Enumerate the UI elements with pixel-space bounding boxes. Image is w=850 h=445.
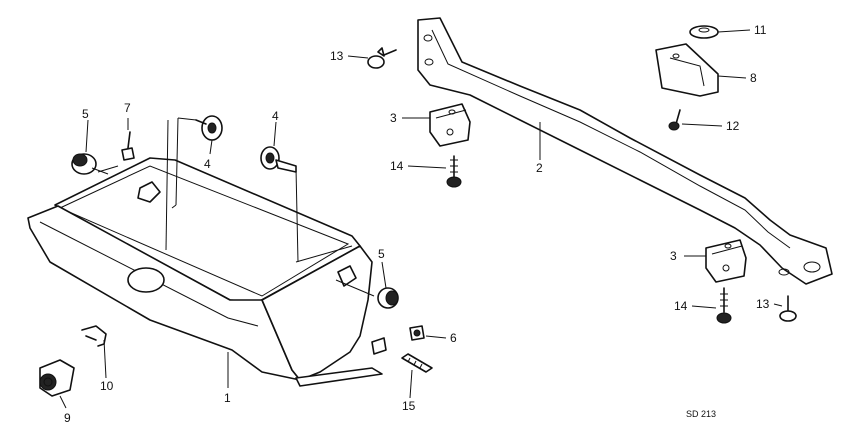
- callout-9: 9: [64, 411, 71, 425]
- callout-6: 6: [450, 331, 457, 345]
- callout-5-right: 5: [378, 247, 385, 261]
- callout-3-lower: 3: [670, 249, 677, 263]
- callout-14-lower: 14: [674, 299, 688, 313]
- callout-7: 7: [124, 101, 131, 115]
- bolt-14-upper: [446, 155, 462, 188]
- callout-5-left: 5: [82, 107, 89, 121]
- pin-15: [401, 353, 433, 373]
- damper-knob-right: [377, 287, 399, 309]
- bolt-13-top: [367, 47, 397, 69]
- callout-8: 8: [750, 71, 757, 85]
- clip-10: [81, 325, 107, 347]
- callout-13-lower: 13: [756, 297, 770, 311]
- callout-3-upper: 3: [390, 111, 397, 125]
- callout-1: 1: [224, 391, 231, 405]
- damper-knob-left: [71, 153, 109, 175]
- callout-labels: 1 2 3 3 4 4 5 5 6 7 8 9 10 11 12 13 13 1…: [64, 23, 770, 425]
- clip-11: [689, 25, 719, 39]
- leader-lines: [97, 117, 375, 297]
- callout-2: 2: [536, 161, 543, 175]
- nut-6: [409, 325, 425, 341]
- callout-14-upper: 14: [390, 159, 404, 173]
- callout-13-top: 13: [330, 49, 344, 63]
- callout-4-center: 4: [272, 109, 279, 123]
- bracket-8: [655, 43, 719, 97]
- callout-12: 12: [726, 119, 740, 133]
- clip-4-center: [260, 146, 297, 173]
- diagram-code: SD 213: [686, 409, 716, 419]
- callout-15: 15: [402, 399, 416, 413]
- bolt-13-lower: [779, 295, 797, 322]
- callout-leaders: [59, 29, 783, 409]
- screw-12: [668, 109, 681, 131]
- bolt-14-lower: [716, 287, 732, 324]
- screw-7: [121, 131, 135, 161]
- bracket-clip-3-upper: [429, 103, 471, 147]
- callout-10: 10: [100, 379, 114, 393]
- mounting-bracket: [417, 17, 833, 285]
- latch-9: [39, 359, 75, 397]
- bracket-clip-3-lower: [705, 239, 747, 283]
- callout-4-left: 4: [204, 157, 211, 171]
- glove-box: [27, 157, 387, 387]
- callout-11: 11: [754, 23, 767, 37]
- clip-4-left: [195, 115, 223, 141]
